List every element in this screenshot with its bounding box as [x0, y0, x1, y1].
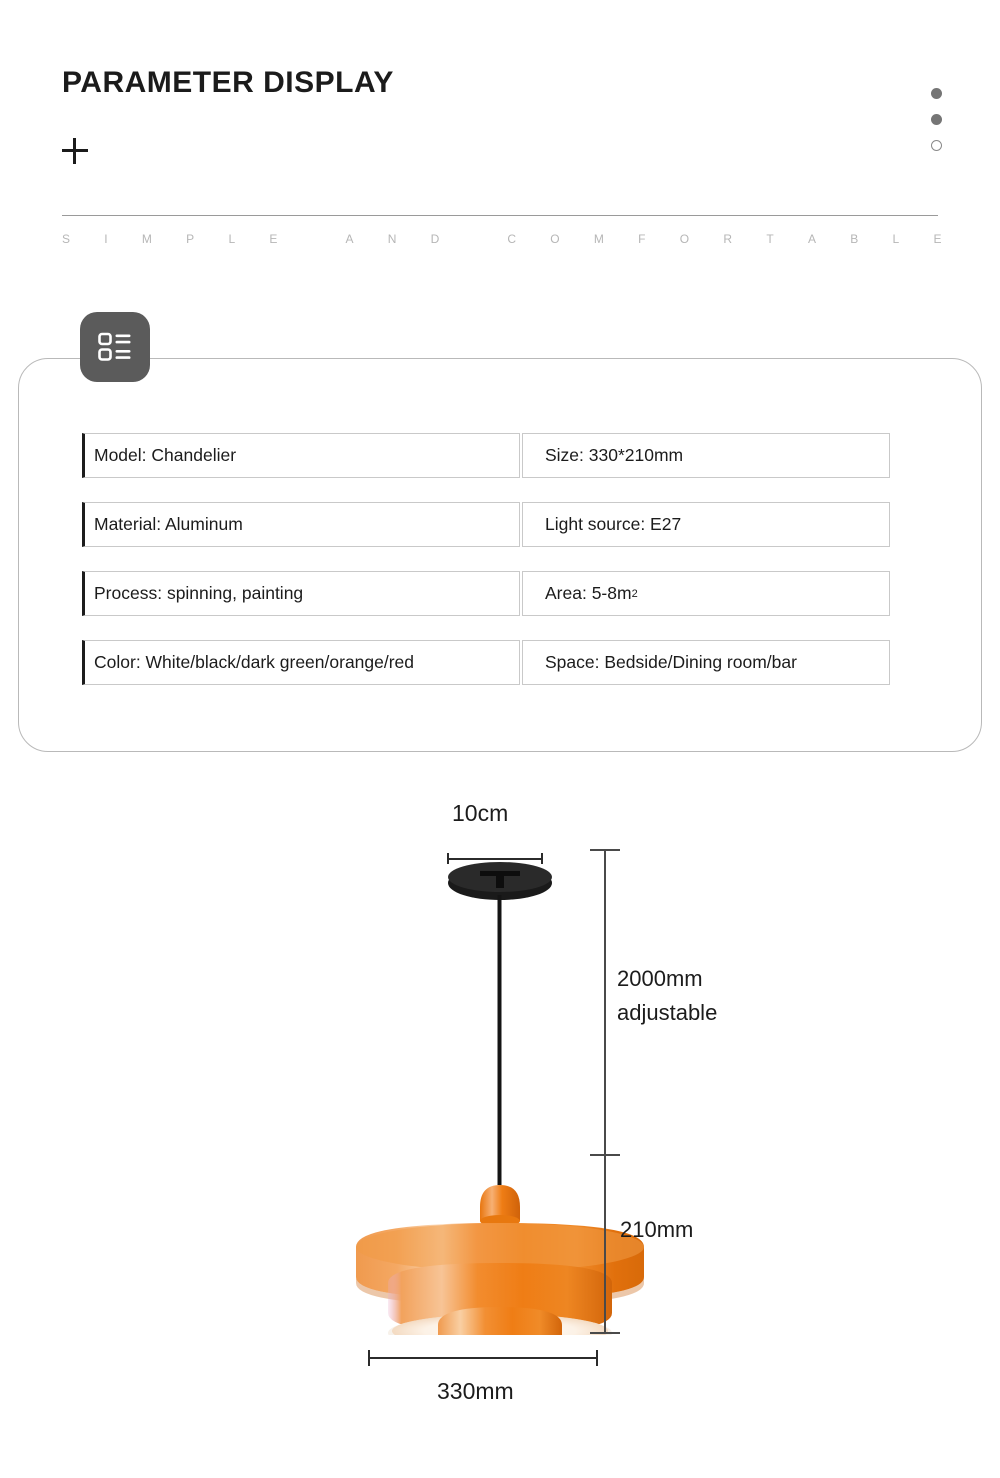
lamp-cord	[497, 895, 502, 1185]
subtitle-letter: E	[933, 232, 942, 246]
subtitle-letter: L	[892, 232, 900, 246]
spec-text: Size: 330*210mm	[545, 445, 684, 465]
cord-length-line-1: 2000mm	[617, 966, 703, 991]
canopy-detail	[480, 871, 520, 888]
subtitle-letter: T	[766, 232, 775, 246]
indicator-dot-3	[931, 140, 942, 151]
spec-text: Model: Chandelier	[94, 445, 237, 465]
indicator-dot-1	[931, 88, 942, 99]
vertical-dimension-cap-bottom	[590, 1332, 620, 1334]
lamp-shade-tier-2	[388, 1263, 612, 1333]
vertical-dimension-cap-top	[590, 849, 620, 851]
dimension-bar	[447, 858, 543, 860]
shade-height-label: 210mm	[620, 1217, 694, 1242]
subtitle-letter: C	[507, 232, 517, 246]
page-header: PARAMETER DISPLAY S I M P L E A N D C O …	[0, 0, 1000, 270]
subtitle-letter: E	[269, 232, 278, 246]
subtitle-letter: O	[550, 232, 561, 246]
list-icon-badge	[80, 312, 150, 382]
spec-column-right: Size: 330*210mm Light source: E27 Area: …	[522, 433, 922, 685]
plus-icon	[62, 138, 88, 164]
dimension-tick-right	[541, 853, 543, 864]
spec-row-color: Color: White/black/dark green/orange/red	[82, 640, 520, 685]
header-subtitle: S I M P L E A N D C O M F O R T A B L E	[62, 232, 942, 246]
subtitle-letter: F	[638, 232, 647, 246]
spec-card	[18, 358, 982, 752]
spec-text: Color: White/black/dark green/orange/red	[94, 652, 415, 672]
cord-length-line-2: adjustable	[617, 1000, 718, 1025]
spec-text: Space: Bedside/Dining room/bar	[545, 652, 797, 672]
cord-length-label: 2000mm adjustable	[617, 962, 717, 1030]
spec-text: Area: 5-8m	[545, 583, 632, 603]
header-divider	[62, 215, 938, 216]
spec-text: Light source: E27	[545, 514, 682, 534]
lamp-socket-cap	[480, 1185, 520, 1221]
spec-row-process: Process: spinning, painting	[82, 571, 520, 616]
indicator-dot-2	[931, 114, 942, 125]
subtitle-letter: B	[850, 232, 859, 246]
spec-row-material: Material: Aluminum	[82, 502, 520, 547]
subtitle-letter: D	[430, 232, 440, 246]
shade-width-label: 330mm	[437, 1378, 514, 1404]
spec-superscript: 2	[631, 587, 638, 600]
subtitle-letter: M	[593, 232, 605, 246]
subtitle-letter: A	[345, 232, 354, 246]
spec-text: Material: Aluminum	[94, 514, 243, 534]
subtitle-letter: P	[186, 232, 195, 246]
spec-row-model: Model: Chandelier	[82, 433, 520, 478]
vertical-dimension-cap-middle	[590, 1154, 620, 1156]
spec-text: Process: spinning, painting	[94, 583, 304, 603]
subtitle-letter: L	[228, 232, 236, 246]
spec-row-size: Size: 330*210mm	[522, 433, 890, 478]
spec-column-left: Model: Chandelier Material: Aluminum Pro…	[82, 433, 522, 685]
subtitle-letter: R	[723, 232, 733, 246]
pendant-lamp-illustration	[356, 862, 644, 1335]
indicator-dots	[931, 88, 942, 151]
canopy-width-dimension-line	[447, 853, 543, 864]
subtitle-letter: I	[104, 232, 109, 246]
subtitle-letter: M	[141, 232, 153, 246]
canopy-width-label: 10cm	[452, 800, 509, 826]
dimension-tick-left	[368, 1350, 370, 1366]
dimension-tick-left	[447, 853, 449, 864]
vertical-dimension-line	[604, 849, 606, 1333]
subtitle-letter: N	[387, 232, 397, 246]
dimension-bar	[368, 1357, 598, 1359]
list-icon	[98, 332, 131, 361]
spec-row-space: Space: Bedside/Dining room/bar	[522, 640, 890, 685]
lamp-shade-tier-3	[438, 1307, 562, 1335]
spec-grid: Model: Chandelier Material: Aluminum Pro…	[82, 433, 922, 685]
page-title: PARAMETER DISPLAY	[62, 66, 394, 99]
dimension-tick-right	[596, 1350, 598, 1366]
subtitle-letter: S	[62, 232, 71, 246]
subtitle-letter: A	[807, 232, 817, 246]
tier-1-top	[356, 1223, 644, 1271]
spec-row-light-source: Light source: E27	[522, 502, 890, 547]
subtitle-letter: O	[679, 232, 690, 246]
shade-width-dimension-line	[368, 1350, 598, 1366]
